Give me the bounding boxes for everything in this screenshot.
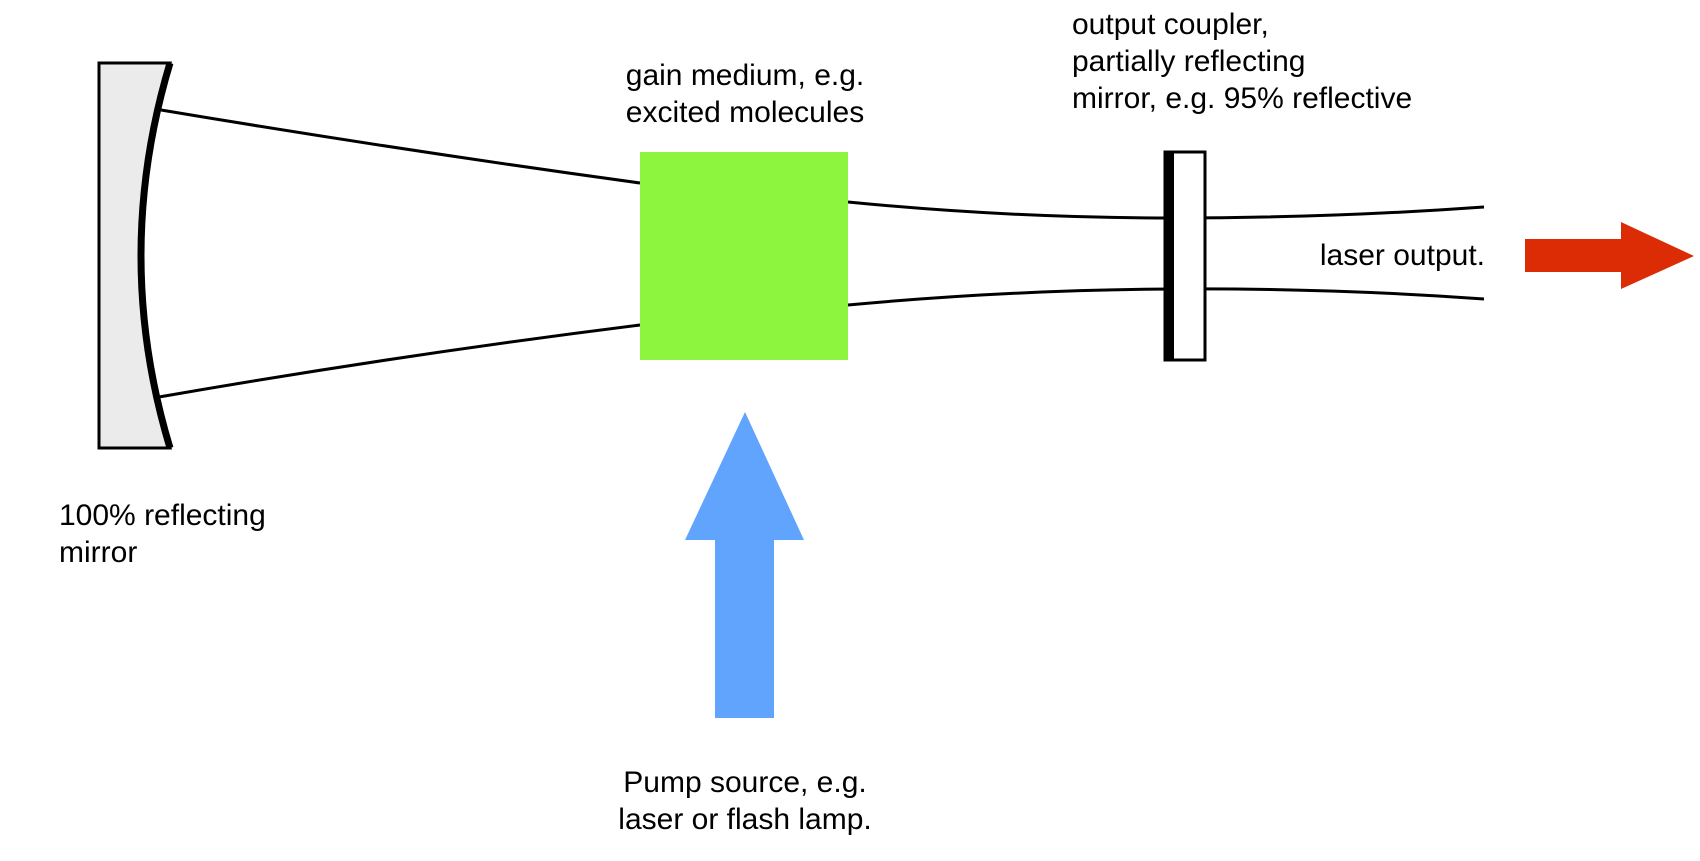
output-coupler-label-line-2: partially reflecting bbox=[1072, 45, 1306, 78]
pump-source-label-line-1: Pump source, e.g. bbox=[623, 766, 867, 799]
gain-medium-block bbox=[640, 152, 848, 360]
pump-source-label-line-2: laser or flash lamp. bbox=[618, 803, 872, 836]
gain-medium-label: gain medium, e.g. excited molecules bbox=[600, 57, 890, 131]
gain-medium-label-line-2: excited molecules bbox=[625, 96, 865, 129]
pump-arrow bbox=[685, 412, 804, 718]
rear-mirror bbox=[97, 61, 174, 450]
rear-mirror-body bbox=[97, 61, 173, 450]
output-coupler-label-line-3: mirror, e.g. 95% reflective bbox=[1072, 82, 1413, 115]
beam-upper-left bbox=[160, 108, 641, 185]
rear-mirror-label: 100% reflecting mirror bbox=[59, 497, 266, 571]
output-coupler bbox=[1163, 150, 1207, 362]
output-coupler-label: output coupler, partially reflecting mir… bbox=[1072, 6, 1412, 117]
pump-source-label: Pump source, e.g. laser or flash lamp. bbox=[590, 764, 900, 838]
output-coupler-reflective-face bbox=[1164, 152, 1174, 360]
beam-lower-left bbox=[158, 323, 641, 399]
laser-output-label-text: laser output. bbox=[1319, 239, 1485, 272]
rear-mirror-label-line-2: mirror bbox=[59, 536, 138, 569]
laser-output-label: laser output. bbox=[1250, 237, 1485, 274]
rear-mirror-label-line-1: 100% reflecting bbox=[59, 499, 266, 532]
laser-output-arrow bbox=[1525, 222, 1694, 289]
rear-mirror-reflective-surface bbox=[137, 61, 174, 450]
gain-medium-label-line-1: gain medium, e.g. bbox=[625, 59, 865, 92]
output-coupler-label-line-1: output coupler, bbox=[1072, 8, 1269, 41]
